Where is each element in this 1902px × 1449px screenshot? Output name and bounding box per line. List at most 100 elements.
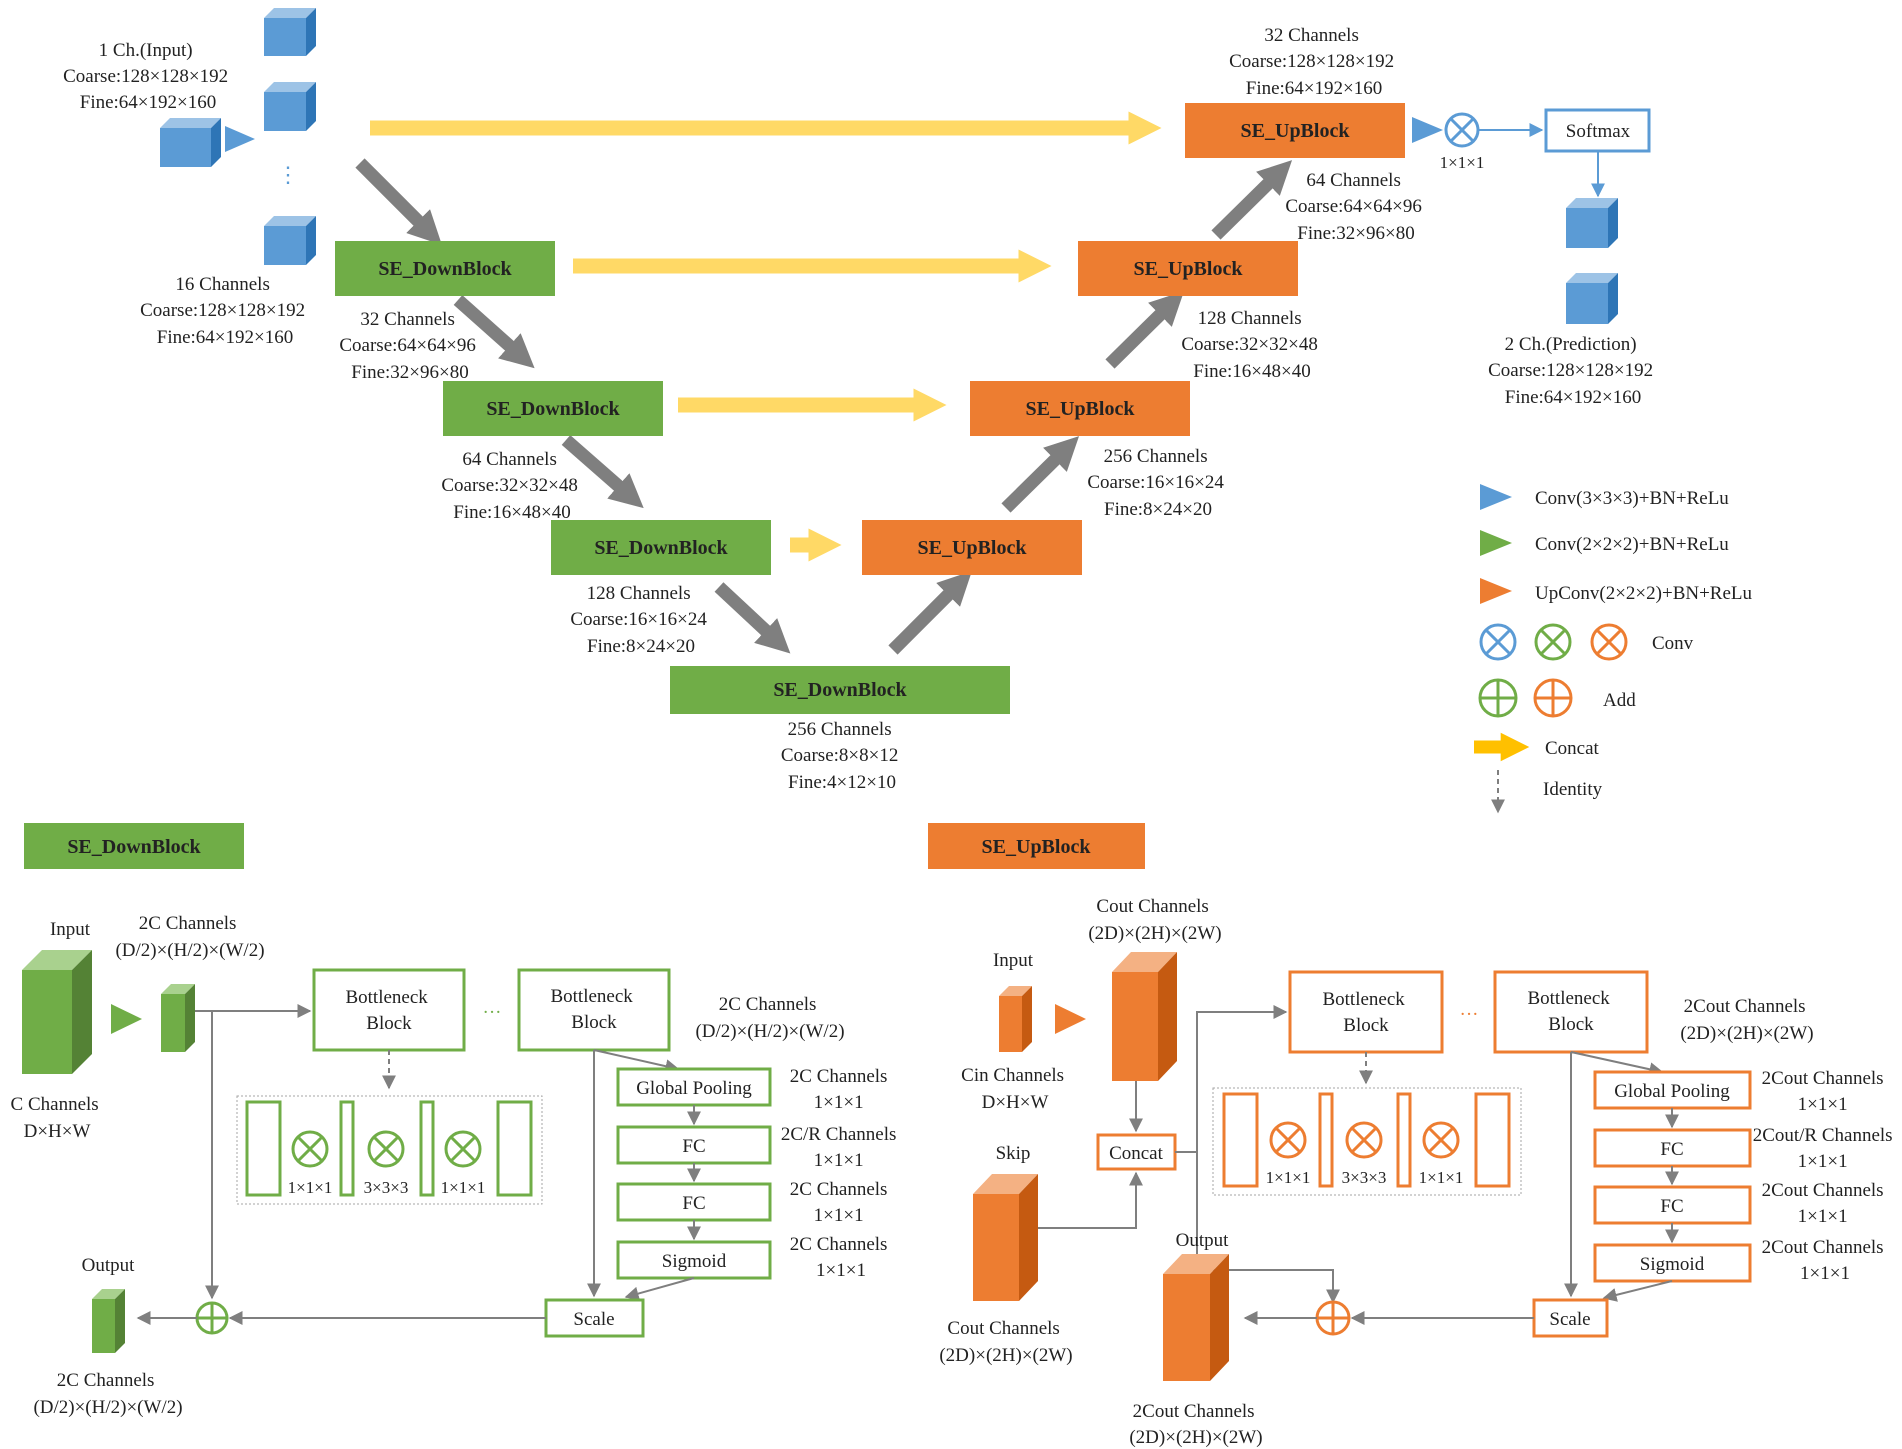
svg-text:Softmax: Softmax <box>1566 121 1631 142</box>
down-out-channels: 2C Channels <box>57 1370 155 1391</box>
up-bn-out-dims: (2D)×(2H)×(2W) <box>1680 1023 1813 1044</box>
legend-concat-label: Concat <box>1545 738 1600 759</box>
down-mid-channels: 2C Channels <box>139 913 237 934</box>
enc-level1-coarse: Coarse:64×64×96 <box>339 335 475 356</box>
svg-text:FC: FC <box>1660 1196 1683 1217</box>
prediction-coarse-label: Coarse:128×128×192 <box>1488 360 1653 381</box>
up-skip-dims: (2D)×(2H)×(2W) <box>939 1345 1072 1366</box>
se-upblock-level1: SE_UpBlock <box>1078 241 1298 296</box>
conv-circle-icon <box>367 1130 405 1168</box>
dec-level2-coarse: Coarse:32×32×48 <box>1181 334 1317 355</box>
enc-level1-fine: Fine:32×96×80 <box>351 362 469 383</box>
down-output-volume-icon <box>92 1289 125 1353</box>
down-bn-out-dims: (D/2)×(H/2)×(W/2) <box>695 1021 844 1042</box>
dec-level1-fine: Fine:32×96×80 <box>1297 223 1415 244</box>
up-skip-channels: Cout Channels <box>947 1318 1059 1339</box>
down-se-label: 2C/R Channels <box>781 1124 897 1145</box>
conv-circle-icon <box>1269 1121 1307 1159</box>
enc-level3-channels: 128 Channels <box>587 583 691 604</box>
downsample-arrow <box>355 158 442 245</box>
downsample-arrow <box>714 582 791 654</box>
svg-text:Bottleneck Block: Bottleneck Block <box>1527 988 1614 1035</box>
svg-text:128 Channels Coarse:16×16×: 128 Channels Coarse:16×16×24 Fine:8×24×2… <box>570 583 711 657</box>
level0-fine-label: Fine:64×192×160 <box>157 327 294 348</box>
se-upblock-level0: SE_UpBlock <box>1185 103 1405 158</box>
prediction-channel-label: 2 Ch.(Prediction) <box>1505 334 1637 355</box>
svg-text:256 Channels Coarse:16×16×: 256 Channels Coarse:16×16×24 Fine:8×24×2… <box>1087 446 1228 520</box>
up-skip-volume-icon <box>973 1174 1038 1301</box>
svg-text:Cout Channels (2D)×(2H)×(2: Cout Channels (2D)×(2H)×(2W) <box>939 1318 1072 1366</box>
dec-level3-coarse: Coarse:16×16×24 <box>1087 472 1224 493</box>
upsample-arrow <box>1001 436 1080 513</box>
down-fc2-box: FC <box>616 1182 772 1222</box>
se-downblock-bottleneck: SE_DownBlock <box>670 666 1010 714</box>
up-up-dims: (2D)×(2H)×(2W) <box>1088 923 1221 944</box>
prediction-volume-icon <box>1566 198 1618 248</box>
svg-text:SE_UpBlock: SE_UpBlock <box>982 836 1092 858</box>
upsample-arrow <box>1105 291 1185 369</box>
identity-path-line <box>1196 1152 1340 1304</box>
up-fc1-box: FC <box>1593 1128 1752 1168</box>
downsample-arrow <box>453 295 535 369</box>
svg-text:SE_DownBlock: SE_DownBlock <box>67 836 201 858</box>
input-channel-label: 1 Ch.(Input) <box>99 40 193 61</box>
svg-text:C Channels D×H×W: C Channels D×H×W <box>11 1094 104 1142</box>
down-output-label: Output <box>82 1255 136 1276</box>
up-se-label: 1×1×1 <box>1798 1094 1848 1115</box>
skip-connection-line <box>1038 1171 1143 1229</box>
legend: Conv(3×3×3)+BN+ReLu Conv(2×2×2)+BN+ReLu … <box>1474 484 1753 814</box>
up-fc2-box: FC <box>1593 1185 1752 1225</box>
down-bottleneck-block-1: Bottleneck Block <box>312 968 466 1052</box>
conv-label: 1×1×1 <box>288 1178 333 1197</box>
feature-map-cube-icon <box>264 216 316 265</box>
svg-text:SE_DownBlock: SE_DownBlock <box>486 398 620 420</box>
svg-text:32 Channels Coarse:128×128: 32 Channels Coarse:128×128×192 Fine:64×1… <box>1229 25 1399 99</box>
down-out-dims: (D/2)×(H/2)×(W/2) <box>33 1397 182 1418</box>
svg-text:2 Ch.(Prediction) Coarse:1: 2 Ch.(Prediction) Coarse:128×128×192 Fin… <box>1488 334 1658 408</box>
output-conv-label: 1×1×1 <box>1440 153 1485 172</box>
svg-text:2C Channels (D/2)×(H/2)×(W: 2C Channels (D/2)×(H/2)×(W/2) <box>33 1370 182 1418</box>
down-in-dims: D×H×W <box>24 1121 91 1142</box>
up-se-label: 2Cout Channels <box>1762 1180 1884 1201</box>
legend-identity-label: Identity <box>1543 779 1603 800</box>
legend-conv-icon-blue <box>1479 623 1517 661</box>
se-upblock-level3: SE_UpBlock <box>862 520 1082 575</box>
up-bottleneck-block-1: Bottleneck Block <box>1288 970 1444 1054</box>
up-up-channels: Cout Channels <box>1096 896 1208 917</box>
dec-level2-channels: 128 Channels <box>1198 308 1302 329</box>
down-bn-out-channels: 2C Channels <box>719 994 817 1015</box>
legend-conv2-icon <box>1480 530 1512 556</box>
svg-text:Concat: Concat <box>1109 1143 1164 1164</box>
svg-text:Global Pooling: Global Pooling <box>636 1078 752 1099</box>
up-skip-label: Skip <box>996 1143 1031 1164</box>
prediction-volume-icon <box>1566 273 1618 324</box>
svg-text:Scale: Scale <box>573 1309 614 1330</box>
up-scale-box: Scale <box>1532 1298 1609 1338</box>
enc-level3-coarse: Coarse:16×16×24 <box>570 609 707 630</box>
concat-box: Concat <box>1096 1133 1177 1171</box>
svg-text:2C Channels 1×1×1 2C/R: 2C Channels 1×1×1 2C/R Channels 1×1×1 2C… <box>781 1066 901 1281</box>
se-upblock-title: SE_UpBlock <box>928 823 1145 869</box>
conv-label: 1×1×1 <box>441 1178 486 1197</box>
up-output-volume-icon <box>1163 1254 1229 1381</box>
conv3-triangle-icon <box>225 126 255 152</box>
svg-text:SE_UpBlock: SE_UpBlock <box>1026 398 1136 420</box>
up-out-channels: 2Cout Channels <box>1133 1401 1255 1422</box>
dec-level2-fine: Fine:16×48×40 <box>1193 361 1311 382</box>
svg-text:256 Channels Coarse:8×8×12: 256 Channels Coarse:8×8×12 Fine:4×12×10 <box>781 719 903 793</box>
se-downblock-level3: SE_DownBlock <box>551 520 771 575</box>
svg-text:SE_DownBlock: SE_DownBlock <box>773 679 907 701</box>
dec-level0-channels: 32 Channels <box>1264 25 1358 46</box>
svg-text:Scale: Scale <box>1549 1309 1590 1330</box>
svg-text:1 Ch.(Input) Coarse:128×12: 1 Ch.(Input) Coarse:128×128×192 Fine:64×… <box>63 40 233 113</box>
svg-text:FC: FC <box>682 1136 705 1157</box>
down-input-label: Input <box>50 919 91 940</box>
legend-add-icon-green <box>1478 678 1518 718</box>
enc-level2-channels: 64 Channels <box>462 449 556 470</box>
conv-circle-icon <box>291 1130 329 1168</box>
svg-text:Cout Channels (2D)×(2H)×(2: Cout Channels (2D)×(2H)×(2W) <box>1088 896 1221 944</box>
down-bottleneck-ellipsis: ··· <box>483 1002 502 1023</box>
dec-level1-coarse: Coarse:64×64×96 <box>1285 196 1421 217</box>
svg-text:Bottleneck Block: Bottleneck Block <box>345 987 432 1034</box>
enc-level4-coarse: Coarse:8×8×12 <box>781 745 898 766</box>
